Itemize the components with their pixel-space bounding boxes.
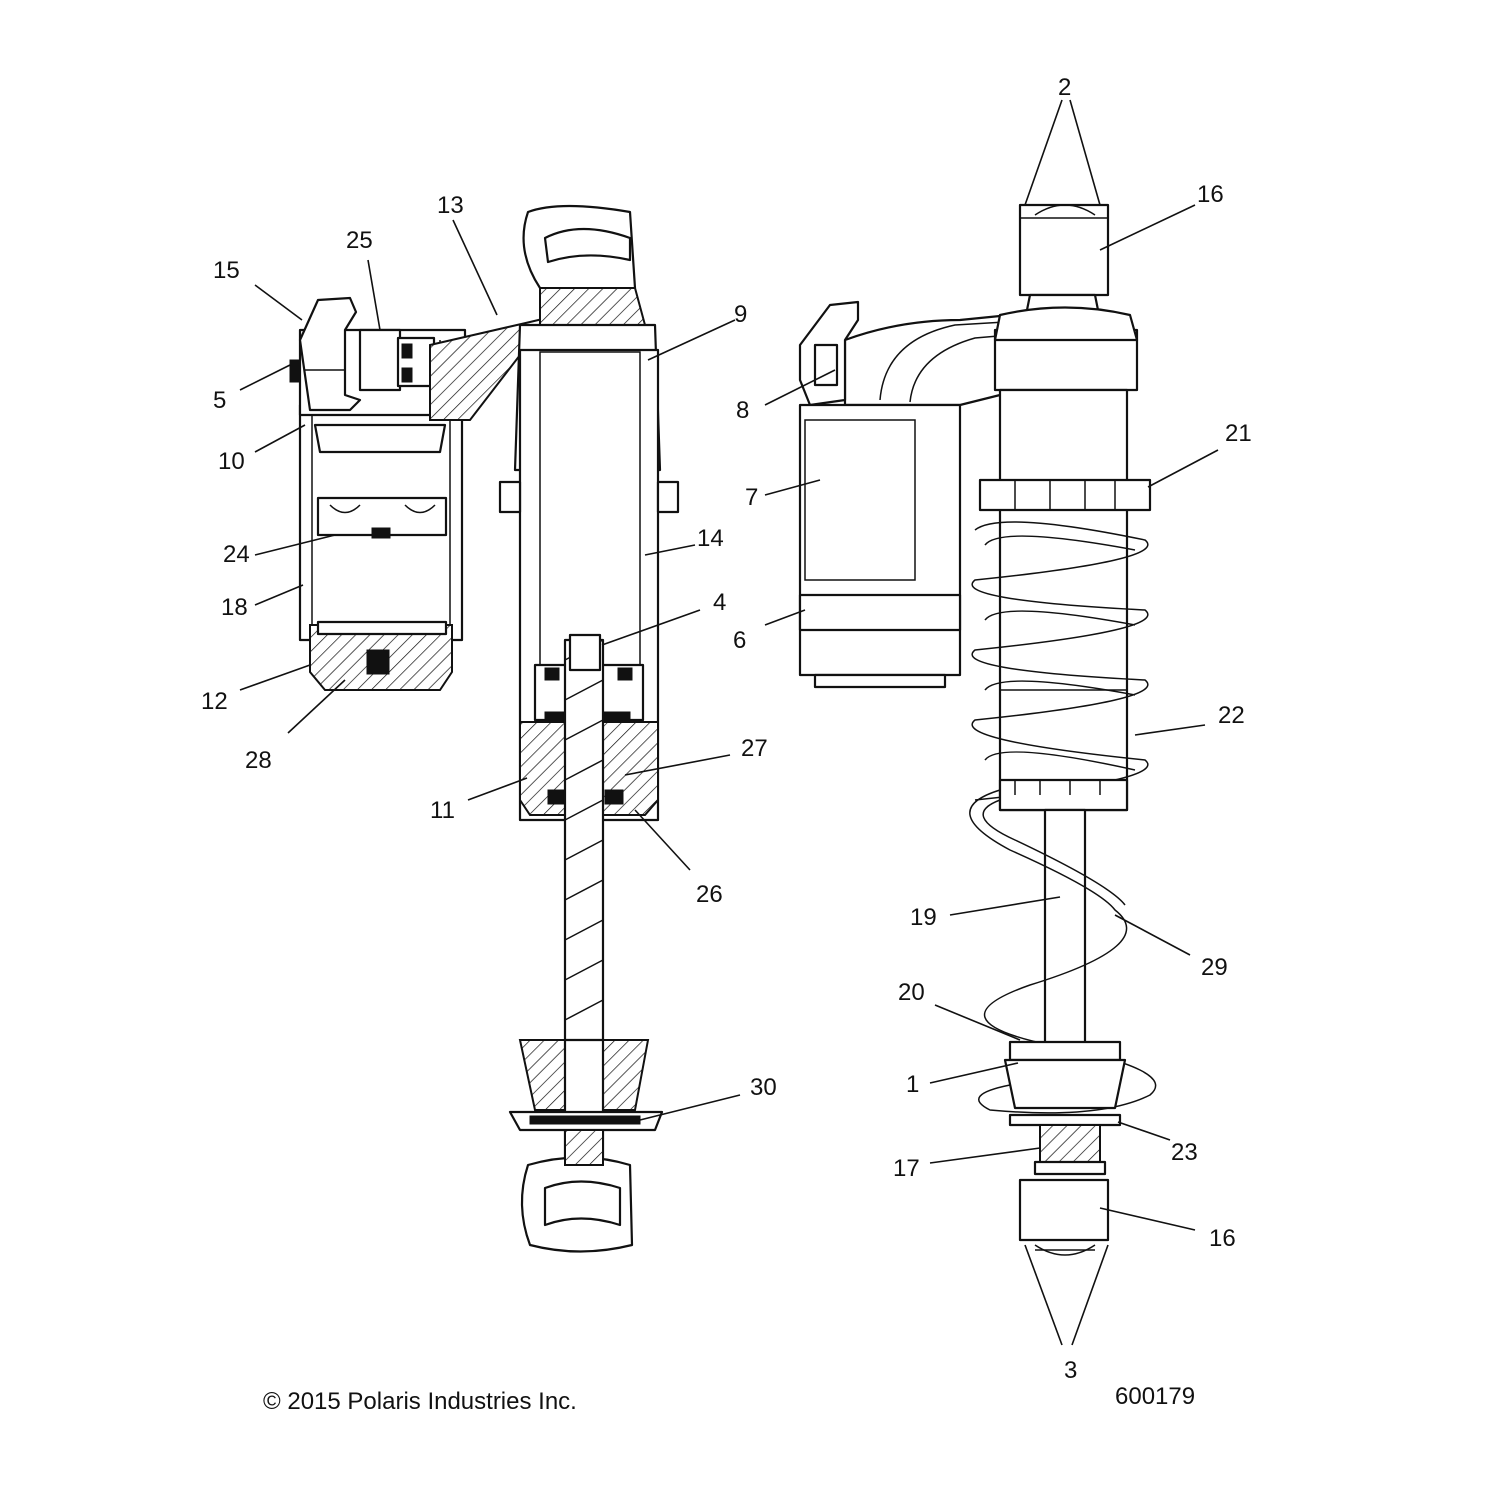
copyright-notice: © 2015 Polaris Industries Inc.: [263, 1388, 577, 1415]
callout-8: 8: [736, 397, 749, 424]
leader-lines: [239, 99, 1219, 1346]
callout-28: 28: [245, 747, 272, 774]
callout-9: 9: [734, 301, 747, 328]
callout-29: 29: [1201, 954, 1228, 981]
callout-2: 2: [1058, 74, 1071, 101]
primary-spring: [971, 521, 1149, 801]
callout-20: 20: [898, 979, 925, 1006]
exterior-view: [798, 203, 1157, 1256]
shaft-exterior: [1043, 808, 1087, 1047]
secondary-spring: [969, 789, 1157, 1114]
callout-25: 25: [346, 227, 373, 254]
callout-3: 3: [1064, 1357, 1077, 1384]
callout-6: 6: [733, 627, 746, 654]
reservoir-canister: [798, 403, 962, 677]
preload-collar: [978, 478, 1152, 512]
spring-seat: [1008, 1040, 1122, 1062]
callout-4: 4: [713, 589, 726, 616]
callout-17: 17: [893, 1155, 920, 1182]
callout-12: 12: [201, 688, 228, 715]
callout-19: 19: [910, 904, 937, 931]
adjuster-valve: [396, 336, 436, 388]
spring-retainer: [1003, 1058, 1127, 1110]
callout-11: 11: [430, 797, 455, 824]
callout-24: 24: [223, 541, 250, 568]
bottom-eyelet-bushing: [1018, 1178, 1110, 1242]
callout-7: 7: [745, 484, 758, 511]
callout-23: 23: [1171, 1139, 1198, 1166]
callout-18: 18: [221, 594, 248, 621]
jam-nut: [1039, 1124, 1101, 1164]
callout-21: 21: [1225, 420, 1252, 447]
callout-10: 10: [218, 448, 245, 475]
callout-14: 14: [697, 525, 724, 552]
compression-adjuster-knob: [298, 296, 362, 412]
callout-30: 30: [750, 1074, 777, 1101]
floating-piston: [316, 496, 448, 537]
callouts: 1 2 3 4 5 6 7 8 9 10 11 12 13 14 15 16 1…: [201, 74, 1252, 1384]
callout-5: 5: [213, 387, 226, 414]
callout-26: 26: [696, 881, 723, 908]
callout-13: 13: [437, 192, 464, 219]
cross-section-view: [289, 204, 680, 1253]
callout-27: 27: [741, 735, 768, 762]
callout-1: 1: [906, 1071, 919, 1098]
callout-15: 15: [213, 257, 240, 284]
callout-22: 22: [1218, 702, 1245, 729]
callout-16-top: 16: [1197, 181, 1224, 208]
reservoir-ring: [798, 593, 962, 632]
figure-number: 600179: [1115, 1383, 1196, 1410]
crossover-ring: [998, 778, 1129, 812]
callout-16-bottom: 16: [1209, 1225, 1236, 1252]
